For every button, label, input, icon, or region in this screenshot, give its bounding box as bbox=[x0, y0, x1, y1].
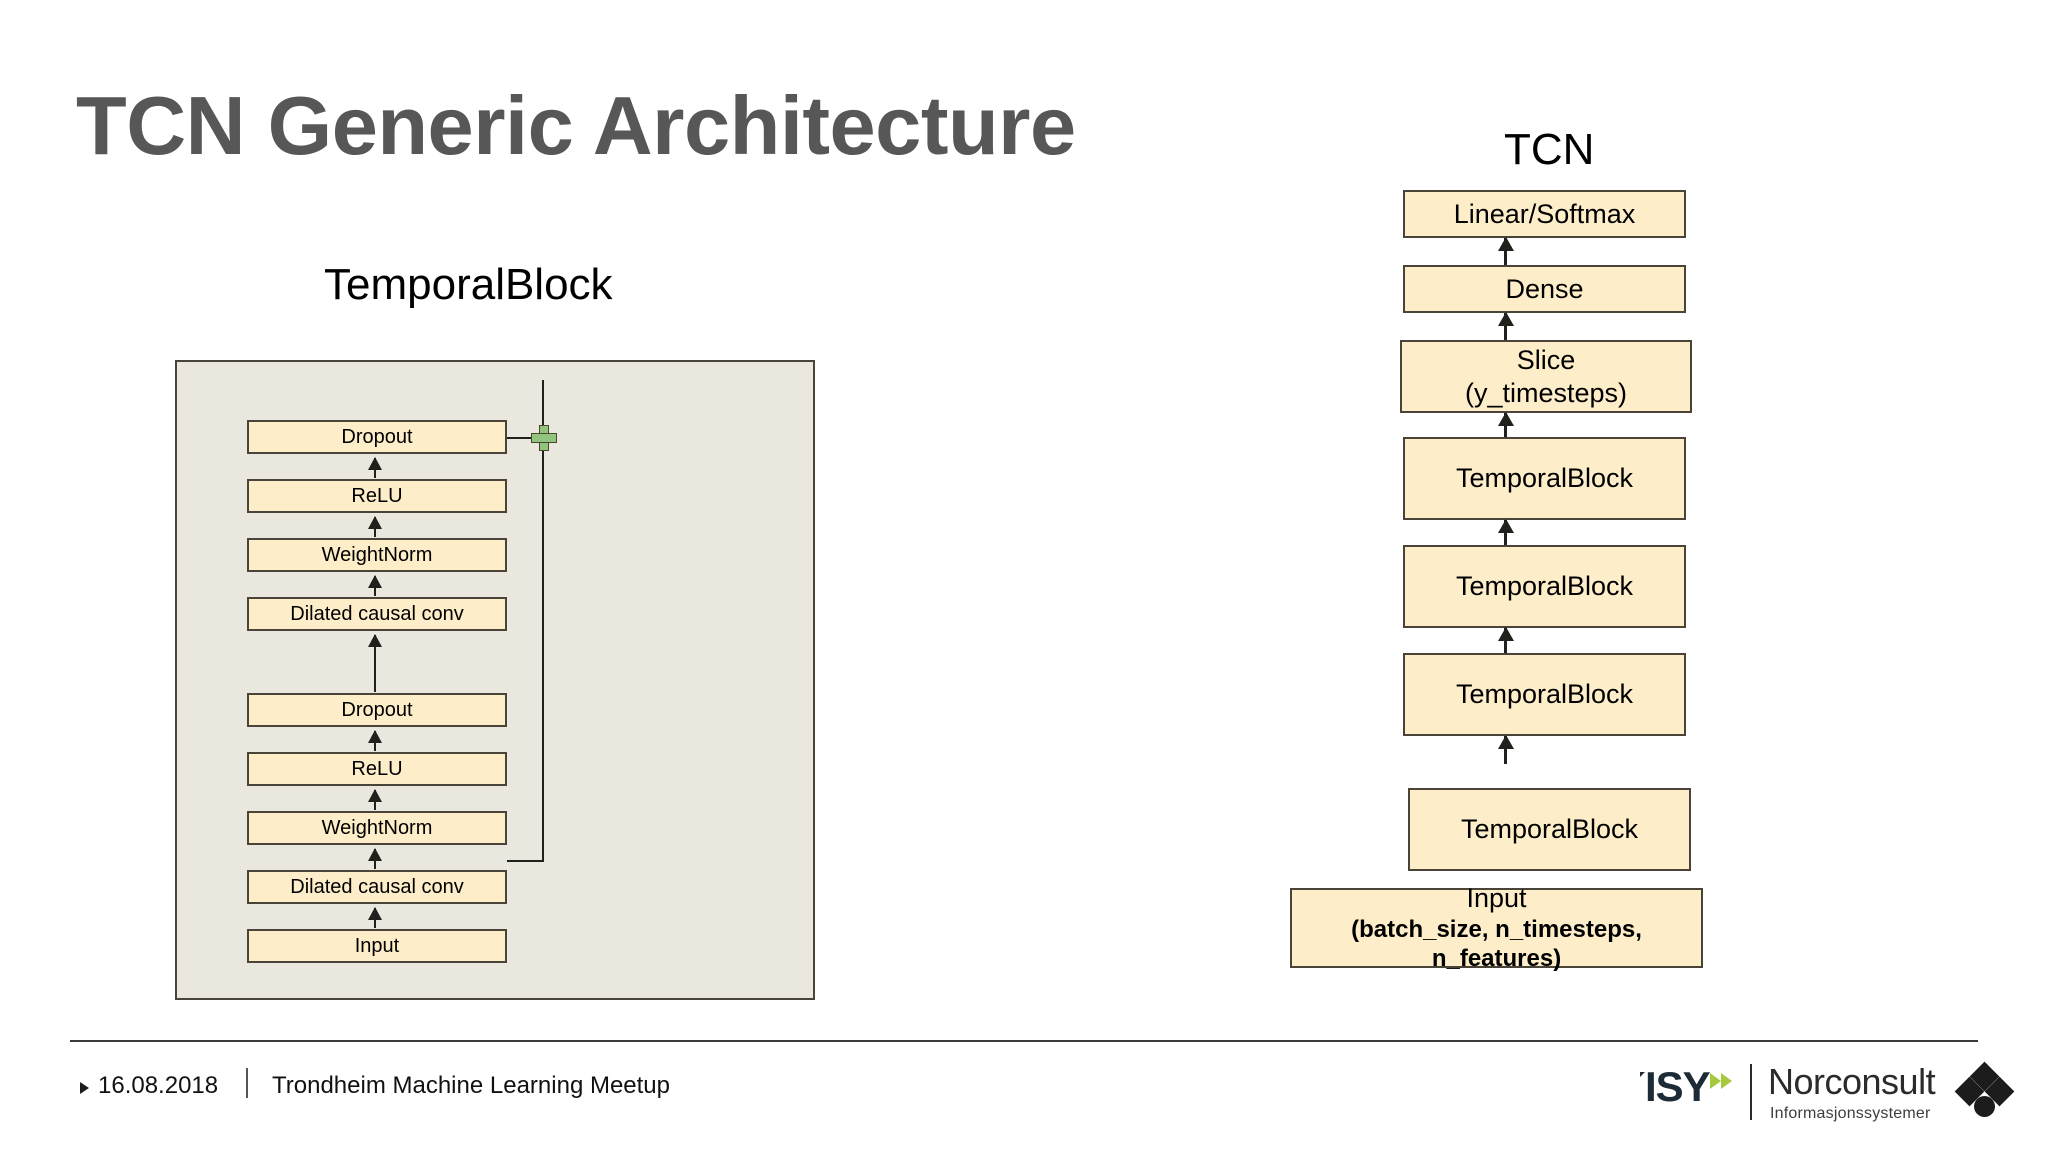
chevron-right-icon-1 bbox=[1709, 1073, 1721, 1089]
tcn-box-label: TemporalBlock bbox=[1455, 571, 1634, 602]
tcn-box-label: Slice bbox=[1516, 344, 1576, 375]
footer-event-name: Trondheim Machine Learning Meetup bbox=[272, 1072, 671, 1099]
norconsult-wordmark: Norconsult bbox=[1768, 1061, 1936, 1102]
tcn-box-slice[interactable]: Slice (y_timesteps) bbox=[1400, 340, 1692, 413]
tcn-box-label: Input bbox=[1466, 883, 1527, 914]
tcn-arrow-7 bbox=[1498, 237, 1512, 265]
left-arrow-3 bbox=[368, 789, 382, 810]
logo: ISY Norconsult Informasjonssystemer bbox=[1640, 1061, 2040, 1134]
left-box-relu-2[interactable]: ReLU bbox=[247, 479, 507, 513]
left-box-weightnorm-1[interactable]: WeightNorm bbox=[247, 811, 507, 845]
left-arrow-1 bbox=[368, 907, 382, 928]
temporalblock-caption: TemporalBlock bbox=[324, 260, 613, 309]
logo-divider bbox=[1750, 1064, 1752, 1120]
block-output-wire bbox=[542, 380, 544, 428]
tcn-box-temporalblock-4[interactable]: TemporalBlock bbox=[1403, 437, 1686, 520]
isy-wordmark: ISY bbox=[1645, 1063, 1711, 1110]
tcn-box-temporalblock-3[interactable]: TemporalBlock bbox=[1403, 545, 1686, 628]
dropout-to-adder-wire bbox=[507, 437, 543, 439]
chevron-right-icon-2 bbox=[1720, 1073, 1732, 1089]
tcn-box-dense[interactable]: Dense bbox=[1403, 265, 1686, 313]
tcn-arrow-6 bbox=[1498, 312, 1512, 340]
diamond-circle bbox=[1974, 1096, 1995, 1117]
left-arrow-6 bbox=[368, 575, 382, 596]
tcn-box-sublabel: (batch_size, n_timesteps, n_features) bbox=[1351, 916, 1642, 973]
footer-date: 16.08.2018 bbox=[98, 1072, 219, 1099]
plus-icon-horizontal-bar bbox=[531, 433, 557, 443]
tcn-box-label: TemporalBlock bbox=[1455, 679, 1634, 710]
tcn-box-temporalblock-2[interactable]: TemporalBlock bbox=[1403, 653, 1686, 736]
left-box-dilated-causal-conv-1[interactable]: Dilated causal conv bbox=[247, 870, 507, 904]
footer-separator bbox=[246, 1068, 248, 1098]
tcn-box-temporalblock-1[interactable]: TemporalBlock bbox=[1408, 788, 1691, 871]
tcn-box-label: TemporalBlock bbox=[1455, 463, 1634, 494]
left-arrow-2 bbox=[368, 848, 382, 869]
isy-logo: ISY bbox=[1640, 1066, 1732, 1108]
left-box-dropout-1[interactable]: Dropout bbox=[247, 693, 507, 727]
norconsult-diamond-icon bbox=[1954, 1061, 2015, 1120]
tcn-arrow-4 bbox=[1498, 519, 1512, 545]
residual-wire-vertical bbox=[542, 438, 544, 862]
tcn-box-label: Linear/Softmax bbox=[1453, 198, 1636, 229]
footer-divider bbox=[70, 1040, 1978, 1042]
page-title: TCN Generic Architecture bbox=[76, 79, 1076, 172]
isy-tick-icon bbox=[1640, 1072, 1645, 1077]
norconsult-tagline: Informasjonssystemer bbox=[1770, 1105, 1931, 1122]
tcn-box-sublabel: (y_timesteps) bbox=[1464, 377, 1628, 408]
tcn-arrow-5 bbox=[1498, 412, 1512, 437]
tcn-diagram: Linear/Softmax Dense Slice (y_timesteps)… bbox=[1290, 190, 1850, 1010]
tcn-box-input[interactable]: Input (batch_size, n_timesteps, n_featur… bbox=[1290, 883, 1703, 972]
tcn-box-linear-softmax[interactable]: Linear/Softmax bbox=[1403, 190, 1686, 238]
tcn-arrow-2 bbox=[1498, 735, 1512, 764]
left-arrow-4 bbox=[368, 730, 382, 751]
left-box-relu-1[interactable]: ReLU bbox=[247, 752, 507, 786]
left-box-input[interactable]: Input bbox=[247, 929, 507, 963]
left-arrow-8 bbox=[368, 457, 382, 478]
tcn-box-label: TemporalBlock bbox=[1460, 814, 1639, 845]
plus-icon bbox=[531, 425, 557, 451]
triangle-bullet-icon bbox=[80, 1082, 89, 1094]
left-box-dropout-2[interactable]: Dropout bbox=[247, 420, 507, 454]
tcn-box-label: Dense bbox=[1505, 273, 1584, 304]
left-box-dilated-causal-conv-2[interactable]: Dilated causal conv bbox=[247, 597, 507, 631]
residual-wire-horizontal-bottom bbox=[507, 860, 544, 862]
temporalblock-diagram: Dropout ReLU WeightNorm Dilated causal c… bbox=[175, 360, 815, 1000]
left-arrow-5 bbox=[368, 634, 382, 692]
left-arrow-7 bbox=[368, 516, 382, 537]
left-box-weightnorm-2[interactable]: WeightNorm bbox=[247, 538, 507, 572]
tcn-arrow-3 bbox=[1498, 627, 1512, 653]
tcn-caption: TCN bbox=[1504, 125, 1595, 174]
